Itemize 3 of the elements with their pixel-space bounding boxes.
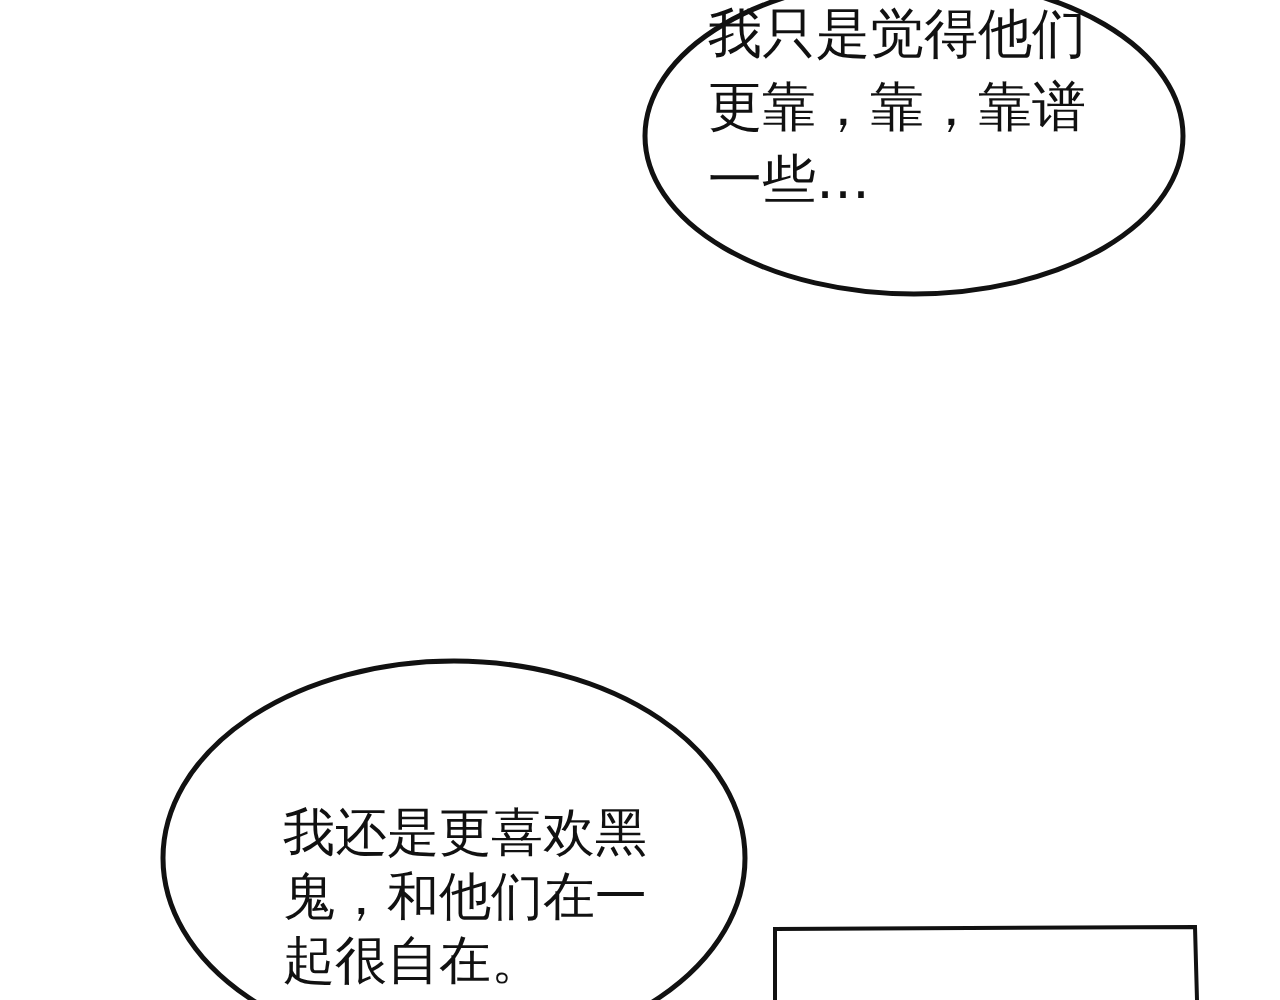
speech-bubble xyxy=(642,0,1186,297)
speech-bubble xyxy=(160,658,748,1000)
speech-text: 我还是更喜欢黑鬼，和他们在一起很自在。 xyxy=(283,801,648,992)
